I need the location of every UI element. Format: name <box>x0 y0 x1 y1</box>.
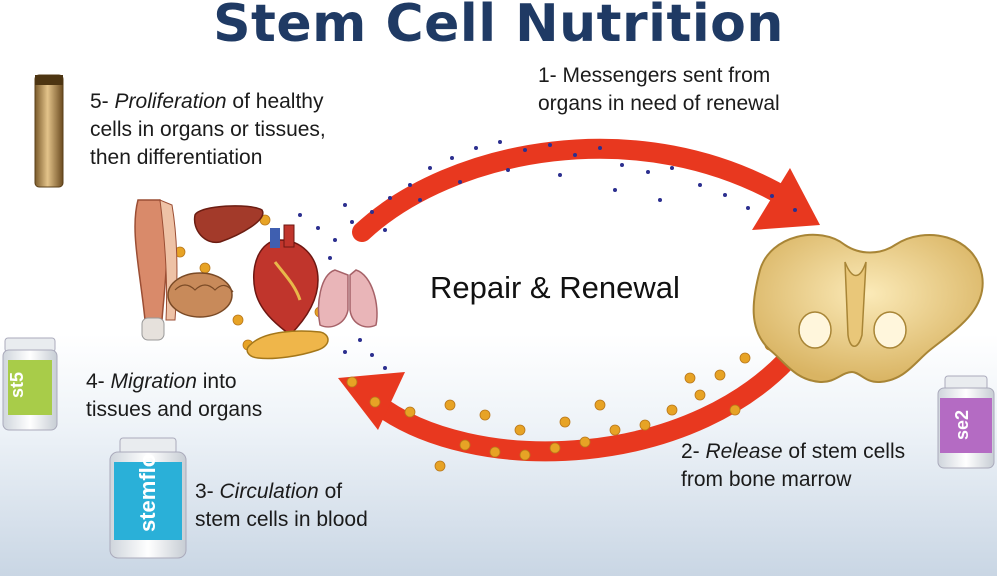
st5-label: st5 <box>7 372 27 398</box>
st5-bottle-image: st5 <box>2 337 58 431</box>
step-5-line-3: then differentiation <box>90 146 263 169</box>
step-1-messengers: 1- Messengers sent from organs in need o… <box>538 62 780 118</box>
step-5-line-2: cells in organs or tissues, <box>90 118 326 141</box>
step-3-line-2: stem cells in blood <box>195 508 368 531</box>
step-2-line-1: 2- Release of stem cells <box>681 440 906 463</box>
circulation-arrow <box>338 335 810 462</box>
serum-bottle-image <box>34 74 64 188</box>
step-2-line-2: from bone marrow <box>681 468 852 491</box>
stem-cell-dots <box>174 214 776 472</box>
pelvis-bone <box>752 233 984 384</box>
messenger-arrow <box>352 138 820 242</box>
se2-bottle-image: se2 <box>937 375 995 469</box>
step-1-line-1: 1- Messengers sent from <box>538 64 771 87</box>
step-3-circulation: 3- Circulation of stem cells in blood <box>195 478 368 534</box>
step-2-release: 2- Release of stem cells from bone marro… <box>681 438 905 494</box>
messenger-dots <box>288 140 797 370</box>
step-4-line-2: tissues and organs <box>86 398 263 421</box>
se2-label: se2 <box>952 410 972 440</box>
diagram-title: Stem Cell Nutrition <box>213 0 784 54</box>
step-4-migration: 4- Migration into tissues and organs <box>86 368 262 424</box>
step-3-line-1: 3- Circulation of <box>195 480 343 503</box>
step-4-line-1: 4- Migration into <box>86 370 237 393</box>
stemflo-label: stemflo <box>135 454 160 532</box>
step-1-line-2: organs in need of renewal <box>538 92 780 115</box>
organs-illustration <box>134 199 378 360</box>
center-label: Repair & Renewal <box>430 270 680 305</box>
step-5-line-1: 5- Proliferation of healthy <box>90 90 324 113</box>
stemflo-bottle-image: stemflo <box>109 437 187 559</box>
step-5-proliferation: 5- Proliferation of healthy cells in org… <box>90 88 326 172</box>
